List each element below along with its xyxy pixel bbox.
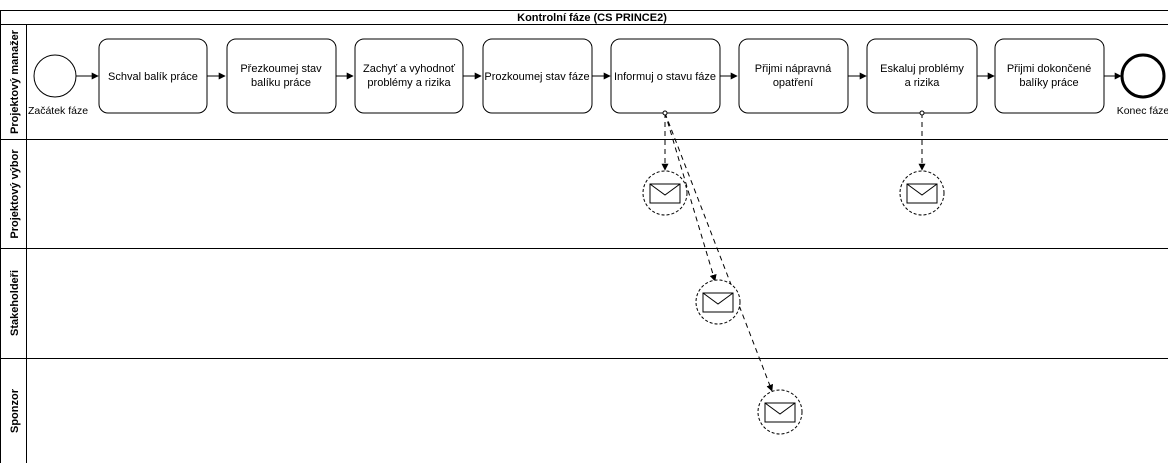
start-event-label: Začátek fáze — [28, 105, 88, 117]
lane-label-project-manager: Projektový manažer — [9, 29, 21, 134]
task-prijmi-napravna-opatreni[interactable]: Přijmi nápravná opatření — [738, 38, 849, 114]
task-label: Přijmi dokončené — [1007, 63, 1091, 75]
task-box[interactable] — [738, 38, 849, 114]
message-flow-origin — [662, 110, 668, 116]
task-box[interactable] — [866, 38, 978, 114]
start-event[interactable] — [33, 54, 77, 98]
end-event-label: Konec fáze — [1117, 105, 1168, 117]
task-eskaluj-problemy-a-rizika[interactable]: Eskaluj problémy a rizika — [866, 38, 978, 114]
task-zachyt-a-vyhodnot[interactable]: Zachyť a vyhodnoť problémy a rizika — [354, 38, 464, 114]
task-box[interactable] — [994, 38, 1105, 114]
envelope-icon — [702, 292, 734, 313]
lane-label-stakeholders: Stakeholdeři — [9, 270, 21, 336]
task-label: problémy a rizika — [367, 77, 451, 89]
lane-label-sponsor: Sponzor — [9, 388, 21, 433]
task-prijmi-dokoncene-baliky-prace[interactable]: Přijmi dokončené balíky práce — [994, 38, 1105, 114]
task-box[interactable] — [226, 38, 337, 114]
task-label: balíky práce — [1019, 77, 1078, 89]
task-schval-balik-prace[interactable]: Schval balík práce — [98, 38, 208, 114]
message-event-board-2[interactable] — [899, 170, 945, 216]
task-label: opatření — [773, 77, 813, 89]
task-informuj-o-stavu-faze[interactable]: Informuj o stavu fáze — [610, 38, 721, 114]
message-event-board-1[interactable] — [642, 170, 688, 216]
task-label: Prozkoumej stav fáze — [484, 71, 589, 83]
task-label: Schval balík práce — [108, 71, 198, 83]
envelope-icon — [906, 183, 938, 204]
end-event[interactable] — [1120, 53, 1166, 99]
task-prozkoumej-stav-faze[interactable]: Prozkoumej stav fáze — [482, 38, 593, 114]
task-label: Zachyť a vyhodnoť — [363, 63, 456, 75]
task-box[interactable] — [482, 38, 593, 114]
task-label: a rizika — [905, 77, 941, 89]
task-label: balíku práce — [251, 77, 311, 89]
envelope-icon — [649, 183, 681, 204]
task-label: Eskaluj problémy — [880, 63, 964, 75]
pool-title: Kontrolní fáze (CS PRINCE2) — [517, 12, 667, 24]
message-flow-origin — [919, 110, 925, 116]
task-box[interactable] — [98, 38, 208, 114]
task-label: Přezkoumej stav — [240, 63, 322, 75]
task-box[interactable] — [354, 38, 464, 114]
lane-label-project-board: Projektový výbor — [9, 149, 21, 239]
pool-frame — [0, 10, 1168, 463]
task-prezkoumej-stav-baliku-prace[interactable]: Přezkoumej stav balíku práce — [226, 38, 337, 114]
envelope-icon — [764, 402, 796, 423]
message-event-stakeholders[interactable] — [695, 279, 741, 325]
task-label: Přijmi nápravná — [755, 63, 832, 75]
message-flows — [661, 112, 926, 392]
message-flow — [664, 112, 717, 282]
message-event-sponsor[interactable] — [757, 389, 803, 435]
message-flow — [664, 112, 774, 392]
task-label: Informuj o stavu fáze — [614, 71, 716, 83]
